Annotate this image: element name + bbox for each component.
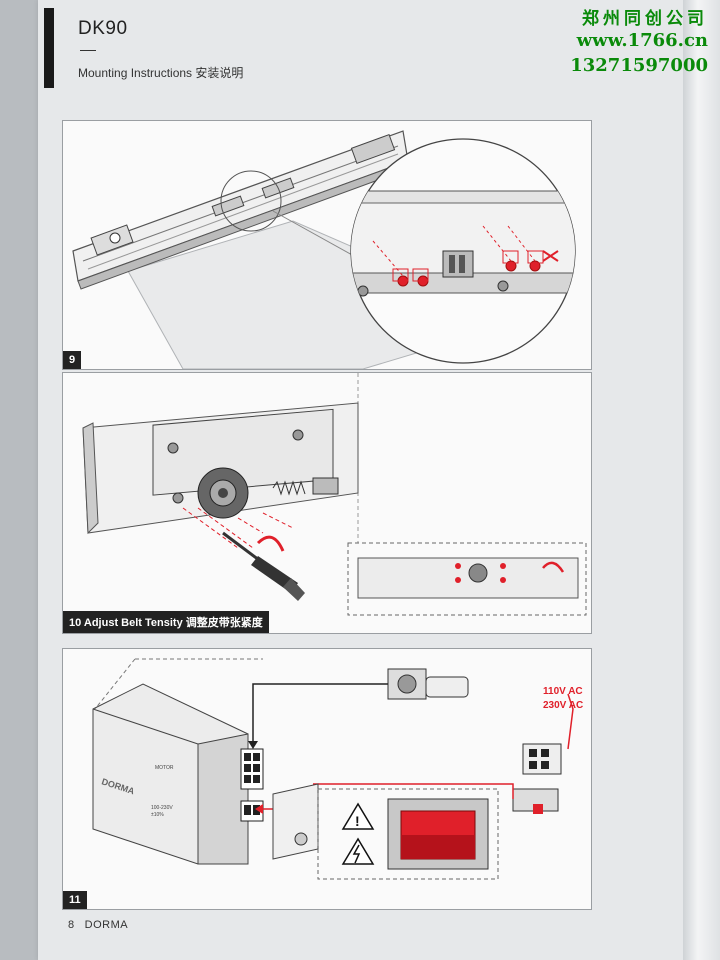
document-title: DK90	[78, 18, 128, 39]
section-marker	[44, 8, 54, 88]
terminal-block	[442, 250, 474, 278]
step-10-illustration	[82, 373, 587, 616]
watermark-company: 郑州同创公司	[582, 9, 708, 29]
watermark-phone: 13271597000	[570, 55, 708, 76]
watermark-website: www.1766.cn	[576, 30, 708, 51]
step-11-number: 11	[63, 891, 87, 909]
step-10-label: 10 Adjust Belt Tensity 调整皮带张紧度	[63, 611, 269, 633]
document-subtitle: Mounting Instructions 安装说明	[78, 66, 244, 80]
detail-box	[347, 542, 587, 616]
svg-text:!: !	[355, 813, 360, 829]
unit-motor-label: MOTOR	[155, 765, 174, 771]
warning-icon	[341, 802, 375, 830]
detail-callout	[220, 170, 282, 232]
switch-detail-box	[317, 788, 499, 880]
step-10-panel: 10 Adjust Belt Tensity 调整皮带张紧度	[62, 372, 592, 634]
page-footer: 8 DORMA	[68, 919, 138, 931]
voltage-110: 110V AC	[543, 686, 583, 697]
electric-hazard-icon	[341, 837, 375, 865]
step-11-panel: DORMA MOTOR 100-230V ±10% 110V AC 230V A…	[62, 648, 592, 910]
power-terminal	[522, 743, 562, 775]
zoom-detail	[350, 138, 576, 364]
power-wire	[313, 783, 514, 799]
voltage-230: 230V AC	[543, 700, 583, 711]
footer-brand: DORMA	[84, 919, 129, 931]
step-9-illustration	[72, 130, 576, 369]
step-9-panel: 9	[62, 120, 592, 370]
step-11-illustration: DORMA MOTOR 100-230V ±10% 110V AC 230V A…	[92, 658, 583, 880]
unit-power-tolerance: ±10%	[151, 812, 164, 818]
idler-end	[350, 134, 396, 164]
step-9-number: 9	[63, 351, 82, 369]
tension-spring	[272, 480, 306, 496]
unit-power-label: 100-230V	[151, 805, 173, 811]
title-rule	[80, 50, 96, 51]
motor-wire	[252, 683, 388, 747]
next-page-edge	[683, 0, 720, 960]
footer-page-number: 8	[68, 919, 75, 931]
rotate-arrow	[256, 535, 285, 552]
